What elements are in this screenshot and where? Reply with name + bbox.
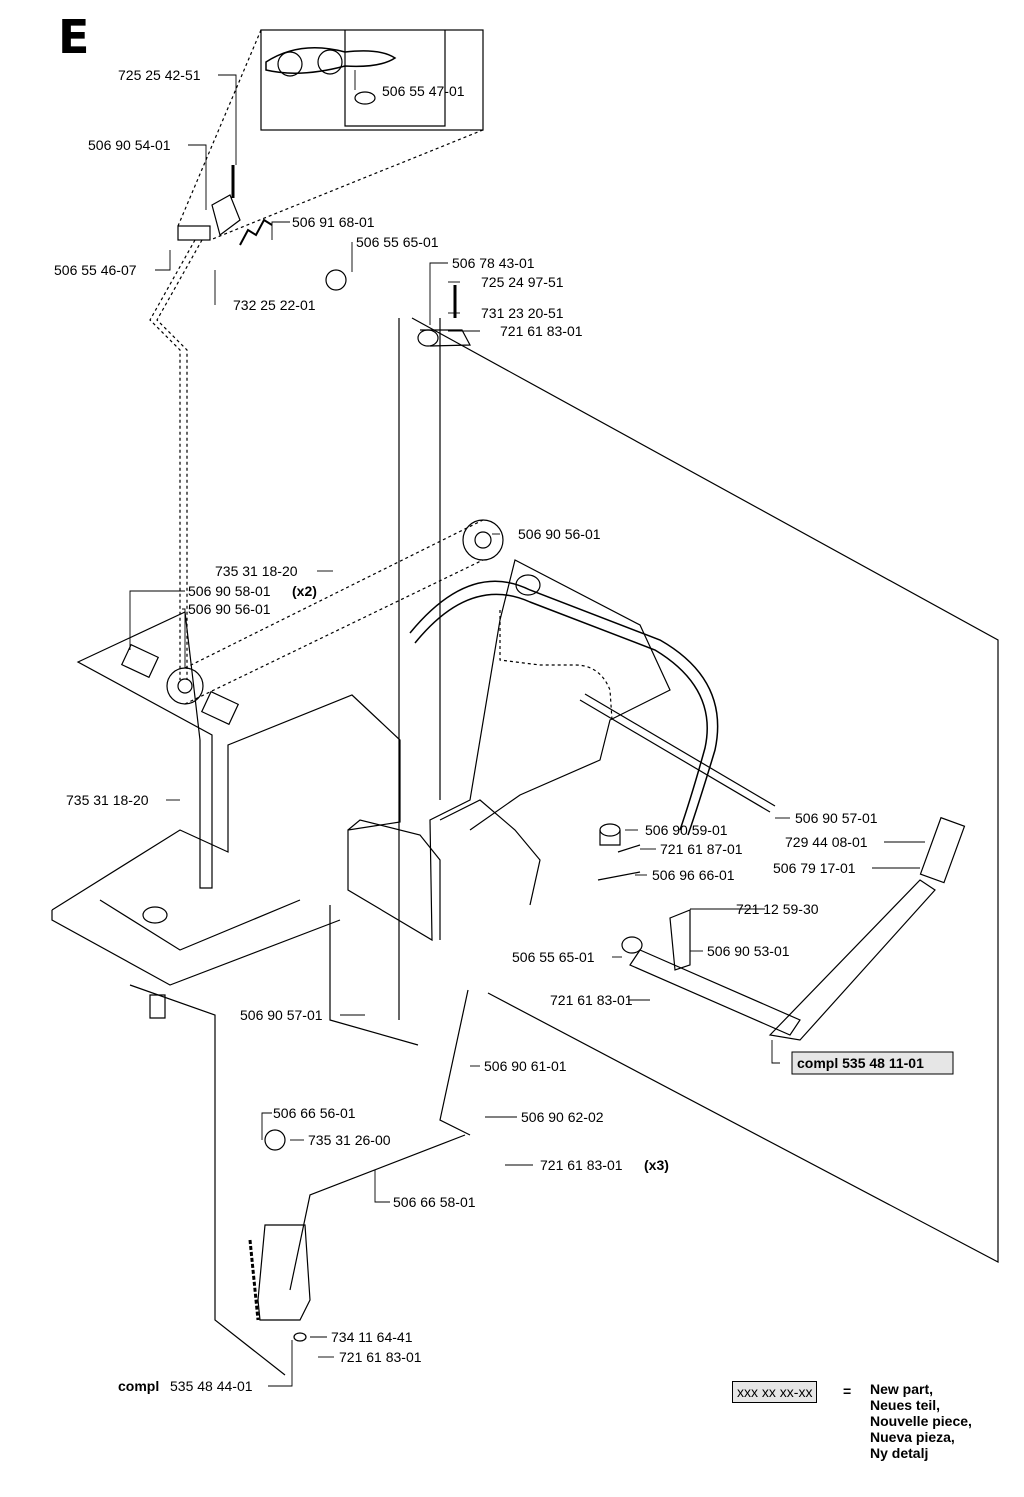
part-label: 735 31 26-00 — [308, 1132, 391, 1148]
part-label: 506 90 57-01 — [240, 1007, 323, 1023]
part-label-qty: (x3) — [644, 1157, 669, 1173]
legend-item: New part, — [870, 1381, 934, 1397]
part-label: 506 78 43-01 — [452, 255, 535, 271]
legend-item: Nueva pieza, — [870, 1429, 955, 1445]
part-label: 506 90 54-01 — [88, 137, 171, 153]
part-label: 734 11 64-41 — [331, 1329, 413, 1345]
inset-detail-box — [260, 29, 484, 131]
part-label: 721 61 87-01 — [660, 841, 743, 857]
part-label: 506 55 46-07 — [54, 262, 137, 278]
legend-list: New part, Neues teil, Nouvelle piece, Nu… — [870, 1381, 972, 1461]
part-label: 725 24 97-51 — [481, 274, 564, 290]
part-label: 721 61 83-01 — [339, 1349, 422, 1365]
section-letter: E — [58, 10, 90, 64]
part-label: 506 55 47-01 — [382, 83, 465, 99]
part-label: 506 66 58-01 — [393, 1194, 476, 1210]
legend-sample-box: xxx xx xx-xx — [732, 1381, 818, 1403]
leader-lines — [129, 70, 925, 1387]
part-label: 731 23 20-51 — [481, 305, 564, 321]
part-label: 506 91 68-01 — [292, 214, 375, 230]
part-label: 735 31 18-20 — [215, 563, 298, 579]
legend-equals: = — [843, 1383, 852, 1399]
part-label: 506 90 59-01 — [645, 822, 728, 838]
part-label: 506 90 53-01 — [707, 943, 790, 959]
part-label: 506 55 65-01 — [512, 949, 595, 965]
part-label-qty: (x2) — [292, 583, 317, 599]
legend-item: Nouvelle piece, — [870, 1413, 972, 1429]
part-label-compl-word: compl — [118, 1378, 159, 1394]
part-label-compl: compl 535 48 11-01 — [797, 1055, 924, 1071]
part-label: 506 90 61-01 — [484, 1058, 567, 1074]
part-label: 721 61 83-01 — [500, 323, 583, 339]
part-label: 721 12 59-30 — [736, 901, 819, 917]
part-labels: 725 25 42-51 506 55 47-01 506 90 54-01 5… — [54, 67, 954, 1394]
part-label: 506 90 56-01 — [188, 601, 271, 617]
part-label: 506 96 66-01 — [652, 867, 735, 883]
part-label: 506 90 58-01 — [188, 583, 271, 599]
part-label: 506 55 65-01 — [356, 234, 439, 250]
part-label: 721 61 83-01 — [550, 992, 633, 1008]
part-label: 729 44 08-01 — [785, 834, 868, 850]
part-label: 506 66 56-01 — [273, 1105, 356, 1121]
part-label: 506 79 17-01 — [773, 860, 856, 876]
part-label: 725 25 42-51 — [118, 67, 201, 83]
part-label: 506 90 56-01 — [518, 526, 601, 542]
part-label: 721 61 83-01 — [540, 1157, 623, 1173]
part-label: 506 90 62-02 — [521, 1109, 604, 1125]
part-label: 735 31 18-20 — [66, 792, 149, 808]
legend-item: Neues teil, — [870, 1397, 941, 1413]
part-label: 506 90 57-01 — [795, 810, 878, 826]
new-part-highlight — [791, 1051, 954, 1075]
part-label: 535 48 44-01 — [170, 1378, 253, 1394]
legend-item: Ny detalj — [870, 1445, 929, 1461]
drawing-lines — [51, 29, 999, 1376]
part-label: 732 25 22-01 — [233, 297, 316, 313]
